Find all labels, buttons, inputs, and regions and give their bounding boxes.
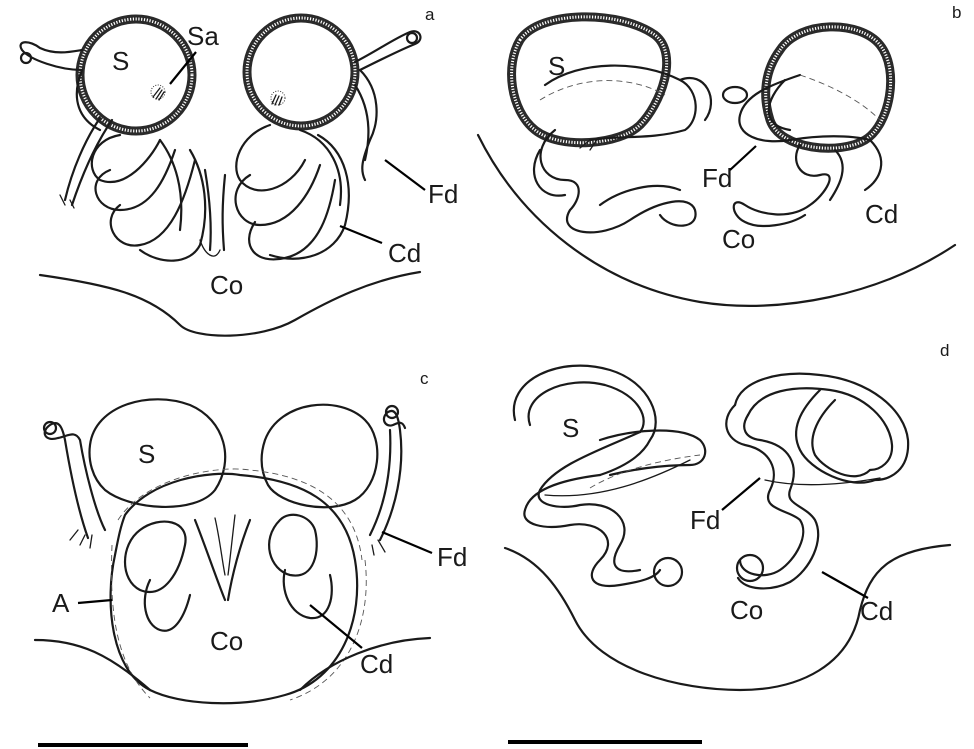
spermatheca-right [262, 405, 378, 508]
label-spermatheca: S [112, 46, 129, 76]
label-copulatory-duct: Cd [388, 238, 421, 268]
pointer-fd [385, 160, 425, 190]
panel-a: a S Sa Fd Cd Co [21, 5, 459, 336]
spermatheca-left [512, 17, 667, 143]
panel-letter: d [940, 341, 949, 360]
label-copulatory-opening: Co [210, 270, 243, 300]
label-fertilization-duct: Fd [437, 542, 467, 572]
label-fertilization-duct: Fd [690, 505, 720, 535]
pointer-fd [722, 478, 760, 510]
pointer-fd [382, 532, 432, 553]
label-copulatory-opening: Co [210, 626, 243, 656]
panel-b: b S Fd Cd Co [478, 3, 961, 306]
panel-letter: a [425, 5, 435, 24]
panel-letter: c [420, 369, 429, 388]
label-spermathecal-pore: Sa [187, 21, 219, 51]
label-fertilization-duct: Fd [702, 163, 732, 193]
label-atrium: A [52, 588, 70, 618]
label-copulatory-duct: Cd [360, 649, 393, 679]
pointer-fd [730, 146, 756, 170]
panel-c: c S Fd A Co Cd [35, 369, 467, 745]
label-copulatory-opening: Co [730, 595, 763, 625]
label-fertilization-duct: Fd [428, 179, 458, 209]
label-copulatory-duct: Cd [865, 199, 898, 229]
label-copulatory-duct: Cd [860, 596, 893, 626]
pointer-cd [340, 226, 382, 243]
spermathecal-pore-left [151, 85, 165, 100]
label-spermatheca: S [562, 413, 579, 443]
label-spermatheca: S [138, 439, 155, 469]
pointer-a [78, 600, 112, 603]
spermatheca-left [90, 399, 226, 507]
label-spermatheca: S [548, 51, 565, 81]
panel-letter: b [952, 3, 961, 22]
pointer-cd [822, 572, 868, 598]
panel-d: d S Fd Co Cd [505, 341, 950, 742]
spermathecal-pore-right [271, 91, 285, 105]
label-copulatory-opening: Co [722, 224, 755, 254]
